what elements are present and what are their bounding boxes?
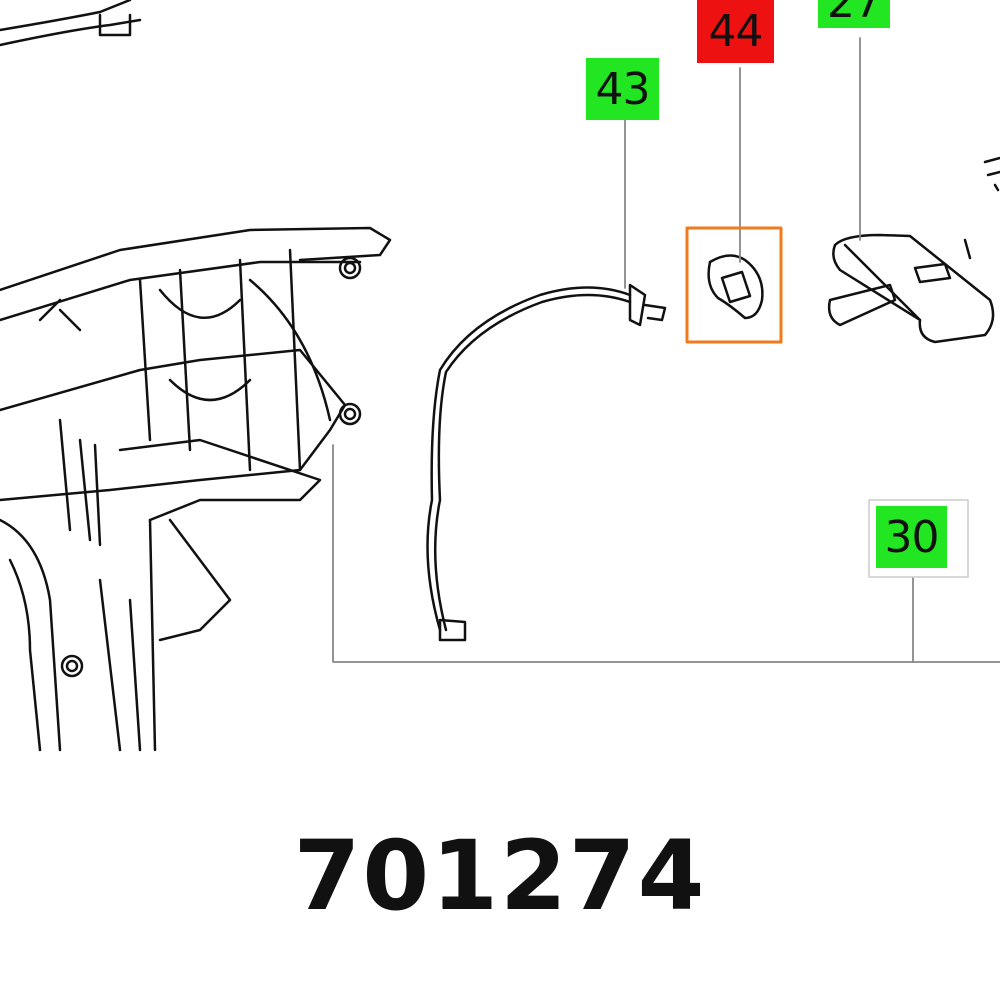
fragment-right <box>983 156 1000 192</box>
callout-44[interactable]: 44 <box>697 0 774 63</box>
housing-shell <box>0 226 392 752</box>
part-27-battery-contact <box>827 233 995 344</box>
callout-label: 44 <box>708 6 764 57</box>
callout-43[interactable]: 43 <box>586 58 659 120</box>
part-44-cap <box>707 254 764 320</box>
callout-label: 30 <box>884 511 940 563</box>
part-number: 701274 <box>293 820 707 932</box>
callout-27[interactable]: 27 <box>818 0 890 28</box>
callout-label: 27 <box>827 0 882 28</box>
callout-label: 43 <box>595 63 651 115</box>
motor-housing-fragment <box>0 0 142 47</box>
callout-30[interactable]: 30 <box>876 506 947 568</box>
wire-harness <box>426 283 667 642</box>
leader-lines <box>332 37 1000 663</box>
selected-part-highlight <box>685 226 783 344</box>
